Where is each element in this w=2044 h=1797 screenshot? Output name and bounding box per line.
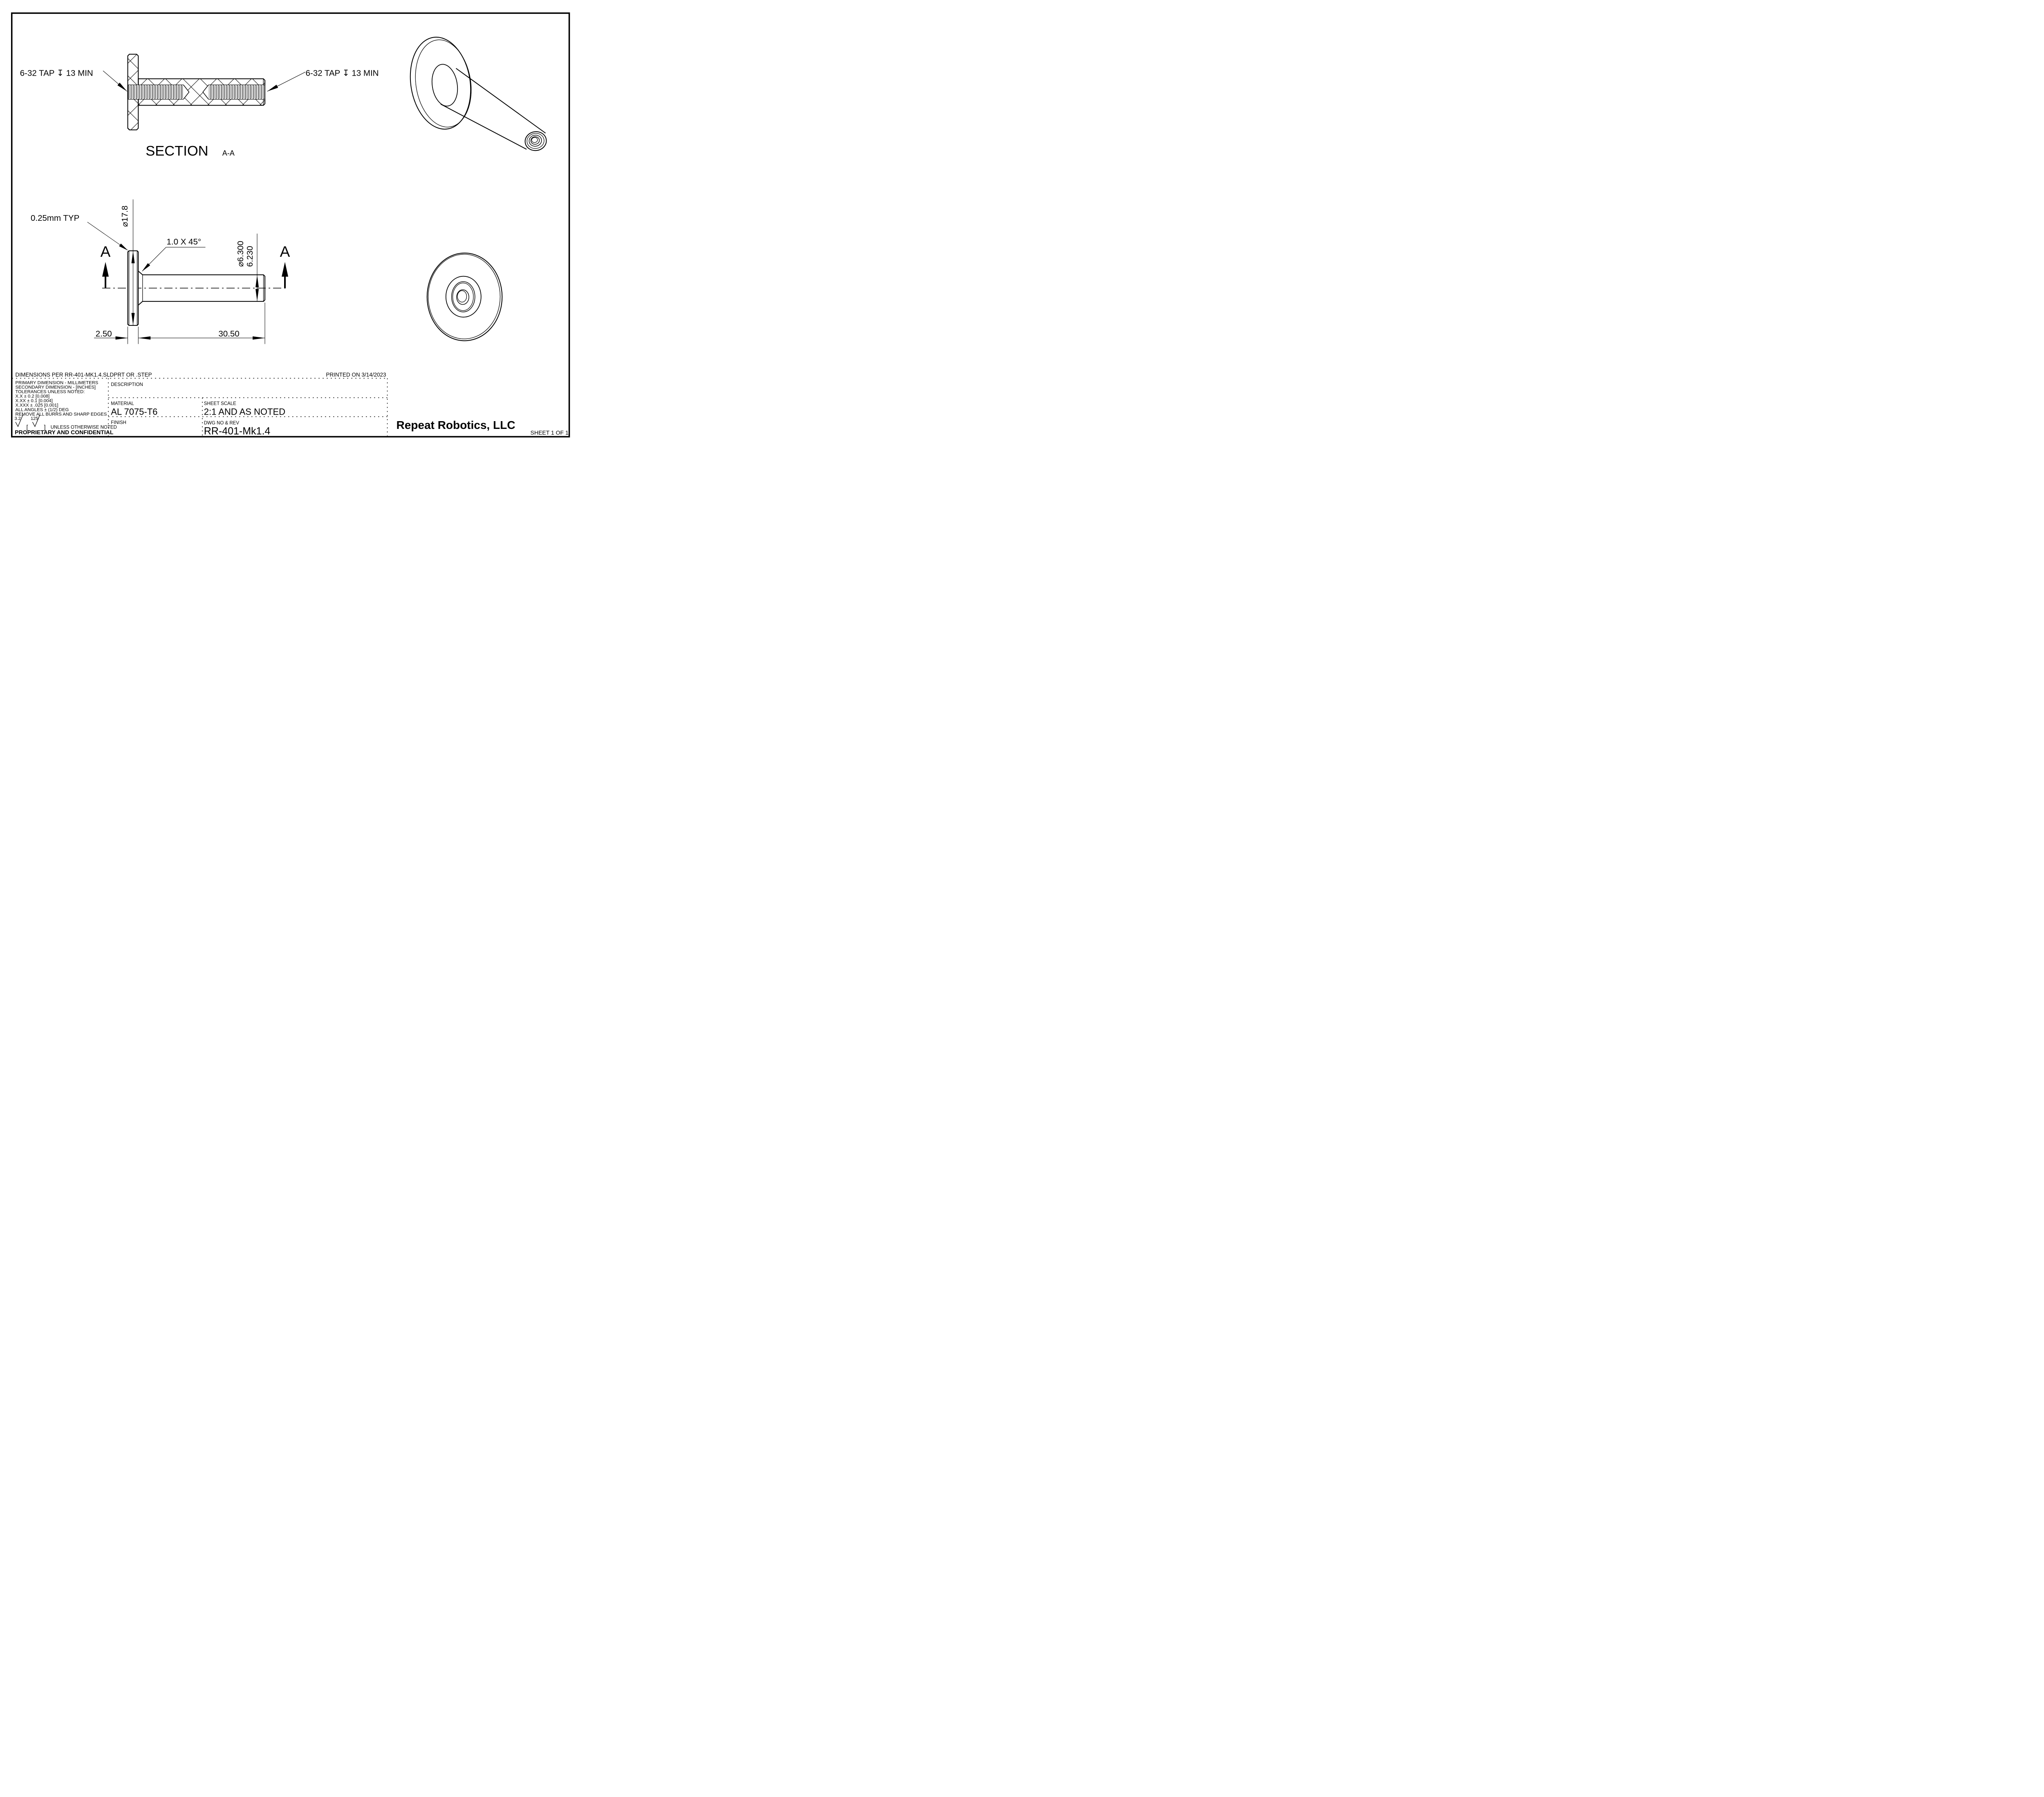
iso-flange-outer (410, 36, 471, 130)
iso-hub (431, 64, 458, 107)
note-line: PRIMARY DIMENSION - MILLIMETERS (16, 381, 99, 386)
iso-thread-major (530, 136, 540, 145)
iso-shaft-edge-bottom (440, 103, 527, 150)
iso-counterbore-ring (529, 135, 542, 147)
corner-note-text: 0.25mm TYP (31, 213, 79, 223)
tap-note-right: 6-32 TAP ↧ 13 MIN (306, 69, 379, 78)
chamfer-note-text: 1.0 X 45° (167, 237, 202, 247)
description-label: DESCRIPTION (111, 382, 143, 387)
iso-flange-rim (415, 39, 472, 128)
cut-arrow-right-head-icon (282, 262, 288, 277)
dim-shaft-dia-min-text: 6.230 (245, 246, 255, 267)
note-line: X.XXX ± .025 [0.001] (16, 403, 58, 408)
front-counterbore-inner (452, 283, 474, 311)
iso-end-chamfer-ring (527, 133, 545, 149)
company-name: Repeat Robotics, LLC (397, 419, 515, 431)
dim-shaft-dia-arrow-down-icon (256, 289, 259, 301)
dim-shaft-dia-max-text: ⌀6.300 (236, 241, 245, 267)
thread-right-drill-point (202, 85, 209, 100)
dim-thickness-arrow-icon (115, 336, 128, 340)
section-view-title: SECTION (146, 144, 208, 159)
side-shaft-outline (142, 274, 265, 302)
iso-thread-minor (531, 137, 538, 143)
section-view-ref: A-A (222, 149, 235, 157)
title-block: DIMENSIONS PER RR-401-MK1.4.SLDPRT OR .S… (12, 372, 569, 437)
dim-flange-dia-arrow-up-icon (131, 251, 135, 263)
drawing-sheet: 6-32 TAP ↧ 13 MIN 6-32 TAP ↧ 13 MIN SECT… (0, 0, 581, 449)
sheet-frame (11, 12, 570, 437)
section-view: 6-32 TAP ↧ 13 MIN 6-32 TAP ↧ 13 MIN SECT… (20, 54, 379, 159)
finish-check-icon (15, 415, 23, 427)
sheet-count: SHEET 1 OF 1 (531, 429, 569, 436)
dim-flange-dia-text: ⌀17.8 (120, 206, 130, 227)
cut-letter-right: A (280, 243, 290, 260)
surface-finish-row: 3.2 [ 125 ] UNLESS OTHERWISE NOTED (15, 415, 117, 431)
corner-note-arrowhead-icon (119, 243, 128, 251)
dim-length-arrow-right-icon (253, 336, 265, 340)
dims-note: DIMENSIONS PER RR-401-MK1.4.SLDPRT OR .S… (16, 372, 152, 378)
cut-arrow-left-head-icon (102, 262, 109, 277)
front-thread-minor (457, 290, 467, 303)
finish-ra-imperial: 125 (31, 416, 38, 421)
dim-shaft-dia-arrow-up-icon (256, 275, 259, 287)
front-counterbore-outer (451, 281, 475, 312)
tap-note-left: 6-32 TAP ↧ 13 MIN (20, 69, 93, 78)
thread-right-flanks (208, 85, 265, 99)
note-line: X.XX ± 0.1 [0.004] (16, 399, 53, 404)
finish-bracket-open: [ (27, 424, 28, 431)
dim-length-text: 30.50 (218, 329, 239, 339)
front-flange-rim (428, 254, 501, 339)
finish-check2-icon (32, 415, 40, 427)
side-view: ⌀17.8 ⌀6.300 6.230 0.25mm TYP 1.0 X 45° … (31, 199, 290, 344)
cutting-plane-right: A (280, 243, 290, 288)
sheet-scale-value: 2:1 AND AS NOTED (204, 407, 285, 417)
note-line: TOLERANCES UNLESS NOTED: (16, 390, 85, 395)
section-thread-right (202, 85, 265, 100)
material-value: AL 7075-T6 (111, 407, 157, 417)
drawing-canvas: 6-32 TAP ↧ 13 MIN 6-32 TAP ↧ 13 MIN SECT… (11, 12, 570, 437)
dim-flange-dia-arrow-down-icon (131, 313, 135, 325)
proprietary-note: PROPRIETARY AND CONFIDENTIAL (15, 429, 114, 435)
cutting-plane-left: A (101, 243, 111, 288)
iso-view (410, 36, 547, 151)
thread-left-flanks (128, 85, 184, 99)
note-line: SECONDARY DIMENSION - [INCHES] (16, 385, 96, 390)
cut-letter-left: A (101, 243, 111, 260)
front-flange-outer (426, 252, 503, 341)
finish-ra-metric: 3.2 (15, 416, 21, 421)
finish-label: FINISH (111, 420, 126, 425)
tap-leader-right-arrowhead-icon (267, 85, 278, 92)
finish-note: UNLESS OTHERWISE NOTED (51, 425, 117, 430)
chamfer-note-arrowhead-icon (142, 263, 150, 272)
tap-leader-left-arrowhead-icon (117, 83, 127, 92)
finish-bracket-close: ] (44, 424, 46, 431)
side-cone-top (138, 271, 143, 275)
sheet-scale-label: SHEET SCALE (204, 402, 236, 406)
iso-shaft-edge-top (455, 68, 546, 134)
dim-length-arrow-left-icon (138, 336, 151, 340)
note-line: X.X ± 0.2 [0.008] (16, 394, 50, 399)
iso-shaft-end-face (524, 131, 547, 151)
front-hub-ring (445, 276, 482, 318)
front-view (426, 252, 503, 341)
section-thread-left (128, 85, 190, 100)
note-line: ALL ANGLES ± (1/2) DEG (16, 408, 69, 413)
thread-left-drill-point (183, 85, 190, 100)
dwg-no-value: RR-401-Mk1.4 (204, 426, 271, 437)
material-label: MATERIAL (111, 402, 134, 406)
dwg-no-label: DWG NO & REV (204, 421, 240, 426)
dim-thickness-text: 2.50 (96, 329, 112, 339)
front-thread-major (456, 289, 469, 305)
note-line: REMOVE ALL BURRS AND SHARP EDGES (16, 412, 107, 417)
side-cone-bottom (138, 301, 143, 306)
tolerance-notes: PRIMARY DIMENSION - MILLIMETERS SECONDAR… (16, 381, 107, 417)
printed-note: PRINTED ON 3/14/2023 (326, 372, 386, 378)
